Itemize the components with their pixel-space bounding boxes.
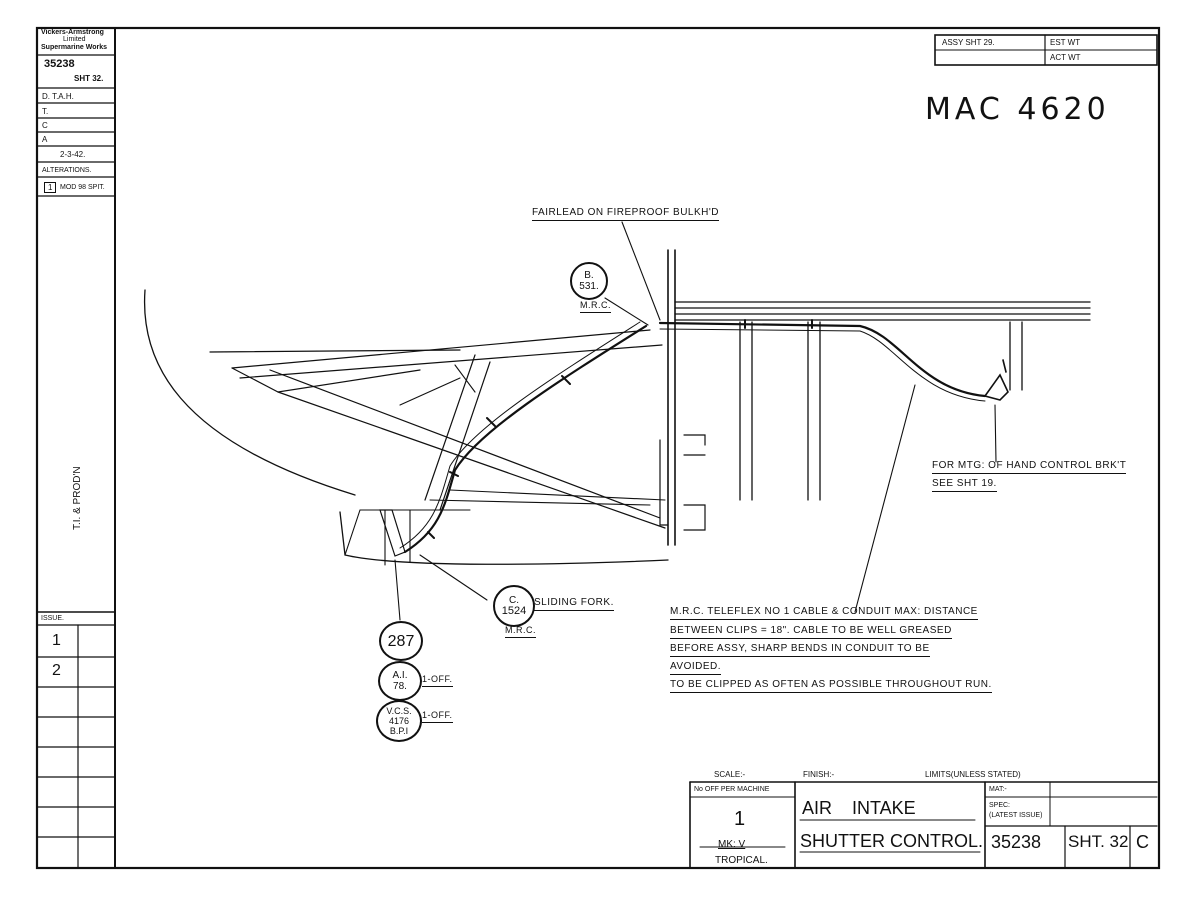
company-line-1: Vickers-Armstrong: [41, 29, 104, 36]
approved-by: A: [42, 135, 48, 144]
drawing-number-left: 35238: [44, 58, 75, 70]
part-number: 287: [387, 632, 415, 650]
ai-quantity: 1-OFF.: [422, 674, 453, 687]
alteration-text: MOD 98 SPIT.: [60, 184, 105, 191]
company-line-2: Limited: [63, 36, 86, 43]
sheet-number: SHT. 32: [1068, 832, 1129, 851]
checked-by: C: [42, 121, 48, 130]
spec-label: SPEC:: [989, 802, 1011, 809]
bubble-ai-78: A.I. 78.: [378, 661, 422, 701]
act-weight: ACT WT: [1050, 53, 1081, 62]
c-mrc-label: M.R.C.: [505, 625, 536, 638]
vcs-line3: B.P.I: [389, 726, 409, 736]
sheet-left: SHT 32.: [74, 74, 104, 83]
mark-label: MK: V: [718, 839, 746, 850]
no-off-label: No OFF PER MACHINE: [694, 786, 770, 793]
bubble-c-line2: 1524: [501, 605, 527, 617]
ai-line1: A.I.: [392, 670, 408, 681]
traced-by: T.: [42, 107, 49, 116]
cable-note-line-4: AVOIDED.: [670, 661, 722, 675]
cable-note-line-3: BEFORE ASSY, SHARP BENDS IN CONDUIT TO B…: [670, 643, 930, 657]
cable-note-line-5: TO BE CLIPPED AS OFTEN AS POSSIBLE THROU…: [670, 679, 992, 693]
est-weight: EST WT: [1050, 38, 1081, 47]
fairlead-label: FAIRLEAD ON FIREPROOF BULKH'D: [532, 207, 719, 221]
title-line-1: AIR INTAKE: [802, 798, 916, 818]
drawing-date: 2-3-42.: [60, 150, 86, 159]
issue-2: 2: [52, 662, 61, 679]
hand-control-label: FOR MTG: OF HAND CONTROL BRK'T: [932, 460, 1127, 474]
alterations-label: ALTERATIONS.: [42, 167, 92, 174]
see-sheet-label: SEE SHT 19.: [932, 478, 997, 492]
bubble-b-line2: 531.: [579, 281, 599, 292]
bubble-part-287: 287: [379, 621, 423, 661]
company-line-3: Supermarine Works: [41, 44, 108, 51]
bubble-b-531: B. 531.: [570, 262, 608, 300]
assy-sheet: ASSY SHT 29.: [942, 38, 995, 47]
limits-label: LIMITS(UNLESS STATED): [925, 770, 1021, 779]
finish-label: FINISH:-: [803, 770, 835, 779]
spec-issue-label: (LATEST ISSUE): [989, 812, 1043, 819]
vcs-line2: 4176: [388, 716, 410, 726]
title-line-2: SHUTTER CONTROL.: [800, 831, 984, 851]
scale-label: SCALE:-: [714, 770, 746, 779]
vcs-quantity: 1-OFF.: [422, 710, 453, 723]
alteration-number: 1: [44, 182, 57, 193]
cable-note-line-1: M.R.C. TELEFLEX No 1 CABLE & CONDUIT MAX…: [670, 606, 978, 620]
vcs-line1: V.C.S.: [386, 706, 412, 716]
issue-1: 1: [52, 632, 61, 649]
drawing-number: 35238: [991, 832, 1042, 852]
drawn-by: D. T.A.H.: [42, 92, 74, 101]
vertical-note: T.I. & PROD'N: [72, 466, 83, 530]
bubble-vcs-4176: V.C.S. 4176 B.P.I: [376, 700, 422, 742]
cable-note-line-2: BETWEEN CLIPS = 18". CABLE TO BE WELL GR…: [670, 625, 952, 639]
handwritten-ref: MAC 4620: [925, 92, 1110, 127]
issue-label: ISSUE.: [41, 615, 64, 622]
sliding-fork-label: SLIDING FORK.: [534, 597, 614, 611]
material-label: MAT:-: [989, 786, 1007, 793]
outer-border: [35, 26, 1161, 870]
bubble-b-line1: B.: [584, 270, 594, 281]
tropical-label: TROPICAL.: [715, 855, 768, 866]
quantity-per-machine: 1: [734, 808, 746, 830]
b-mrc-label: M.R.C.: [580, 300, 611, 313]
ai-line2: 78.: [393, 681, 407, 692]
revision-letter: C: [1136, 832, 1149, 852]
bubble-c-line1: C.: [509, 595, 519, 606]
bubble-c-1524: C. 1524: [493, 585, 535, 627]
